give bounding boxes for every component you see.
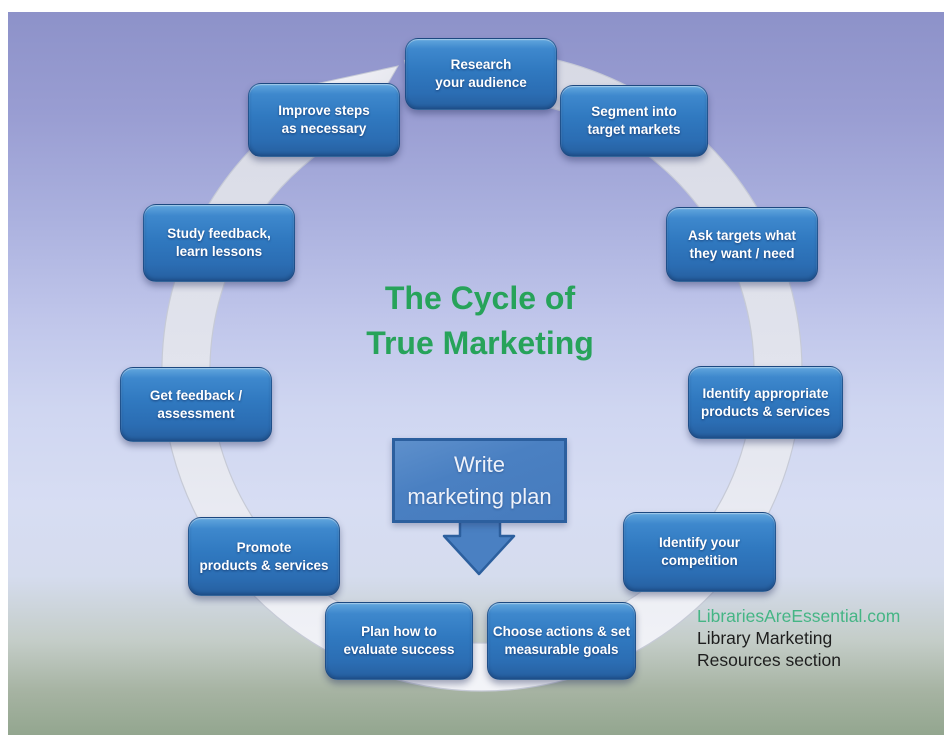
write-marketing-plan-label: Write marketing plan (407, 451, 552, 509)
cycle-step-plan-evaluation: Plan how to evaluate success (325, 602, 473, 680)
cycle-step-identify-products: Identify appropriate products & services (688, 366, 843, 439)
cycle-step-label: Choose actions & set measurable goals (492, 624, 631, 657)
cycle-step-identify-competition: Identify your competition (623, 512, 776, 592)
cycle-step-promote-products: Promote products & services (188, 517, 340, 596)
credit-line-3: Resources section (697, 650, 841, 671)
cycle-step-label: Plan how to evaluate success (343, 624, 455, 657)
cycle-step-segment-markets: Segment into target markets (560, 85, 708, 157)
cycle-step-label: Research your audience (435, 57, 527, 90)
cycle-step-improve-steps: Improve steps as necessary (248, 83, 400, 157)
cycle-step-label: Ask targets what they want / need (687, 227, 797, 261)
cycle-step-label: Improve steps as necessary (278, 103, 370, 136)
cycle-step-label: Study feedback, learn lessons (167, 226, 271, 259)
cycle-step-study-feedback: Study feedback, learn lessons (143, 204, 295, 282)
write-marketing-plan-box: Write marketing plan (392, 438, 567, 523)
cycle-step-label: Identify appropriate products & services (700, 385, 831, 419)
cycle-step-label: Segment into target markets (587, 104, 681, 137)
cycle-step-choose-actions: Choose actions & set measurable goals (487, 602, 636, 680)
credit-line-2: Library Marketing (697, 628, 833, 649)
diagram-title: The Cycle of True Marketing (366, 280, 594, 361)
cycle-step-ask-targets: Ask targets what they want / need (666, 207, 818, 282)
credit-block: LibrariesAreEssential.com Library Market… (697, 605, 927, 671)
cycle-step-label: Identify your competition (658, 535, 740, 568)
cycle-step-label: Get feedback / assessment (149, 387, 243, 421)
cycle-step-get-feedback: Get feedback / assessment (120, 367, 272, 442)
plan-down-arrow-icon (442, 519, 516, 576)
credit-website: LibrariesAreEssential.com (697, 606, 901, 626)
cycle-step-research-audience: Research your audience (405, 38, 557, 110)
cycle-step-label: Promote products & services (199, 539, 329, 573)
